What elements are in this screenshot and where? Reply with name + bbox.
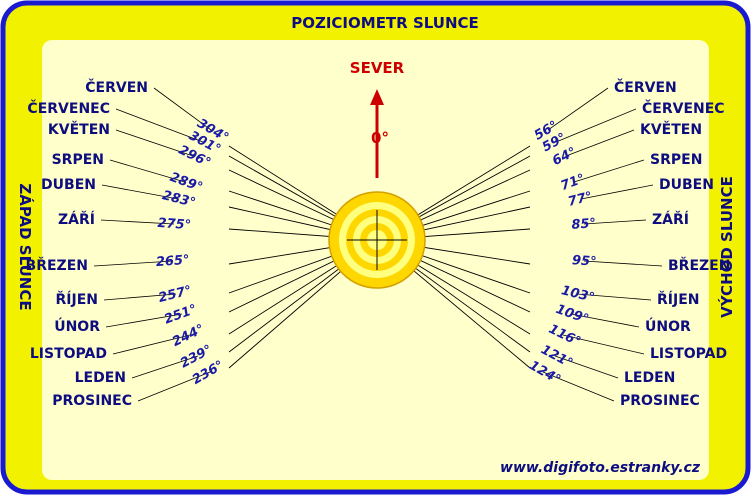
east-month-label: ŘÍJEN — [657, 291, 699, 308]
east-month-label: LEDEN — [624, 370, 675, 386]
east-degree-label: 95° — [571, 253, 597, 270]
west-month-label: SRPEN — [52, 152, 104, 168]
west-side-label: ZÁPAD SLUNCE — [16, 183, 35, 310]
east-month-label: BŘEZEN — [668, 257, 730, 274]
leader-lines — [93, 87, 663, 402]
west-leader-275 — [100, 219, 175, 225]
east-leader-71 — [573, 159, 645, 183]
east-month-label: PROSINEC — [620, 393, 700, 409]
east-leader-103 — [576, 293, 652, 301]
east-leader-59 — [555, 108, 637, 143]
east-leader-121 — [554, 355, 619, 379]
east-leader-77 — [580, 184, 654, 200]
west-month-label: DUBEN — [41, 177, 96, 193]
east-month-label: LISTOPAD — [650, 346, 727, 362]
west-degree-label: 275° — [157, 216, 192, 233]
north-label: SEVER — [350, 59, 405, 77]
north-degree: 0° — [371, 129, 389, 147]
west-month-label: LEDEN — [75, 370, 126, 386]
west-leader-244 — [112, 334, 191, 355]
east-leader-109 — [570, 313, 640, 328]
east-leader-124 — [542, 371, 615, 402]
west-leader-257 — [103, 293, 177, 301]
east-degree-label: 77° — [566, 189, 593, 210]
east-leader-95 — [583, 260, 663, 267]
west-leader-289 — [109, 159, 186, 183]
east-leader-116 — [562, 334, 645, 355]
footer-url[interactable]: www.digifoto.estranky.cz — [500, 460, 701, 476]
west-leader-301 — [115, 108, 204, 143]
sun-icon — [328, 191, 426, 289]
page-title: POZICIOMETR SLUNCE — [291, 14, 479, 32]
west-leader-283 — [101, 184, 179, 200]
east-month-label: SRPEN — [650, 152, 702, 168]
east-month-label: ZÁŘÍ — [652, 211, 689, 228]
east-month-label: DUBEN — [659, 177, 714, 193]
west-month-label: ČERVEN — [85, 78, 148, 96]
west-month-label: BŘEZEN — [26, 257, 88, 274]
west-month-label: ŘÍJEN — [56, 291, 98, 308]
west-leader-239 — [131, 355, 199, 379]
west-month-label: ZÁŘÍ — [58, 211, 95, 228]
east-degree-label: 85° — [571, 216, 597, 233]
east-leader-56 — [547, 87, 609, 131]
west-leader-251 — [105, 313, 183, 328]
west-leader-265 — [93, 260, 174, 267]
east-month-label: ČERVEN — [614, 78, 677, 96]
east-side-label: VÝCHOD SLUNCE — [717, 176, 736, 318]
east-leader-64 — [565, 129, 635, 157]
east-month-label: KVĚTEN — [640, 121, 702, 138]
west-leader-304 — [153, 87, 212, 131]
north-arrow — [370, 89, 384, 178]
east-leader-85 — [583, 219, 647, 225]
west-month-label: ČERVENEC — [27, 99, 110, 117]
west-leader-236 — [137, 371, 211, 402]
west-month-label: ÚNOR — [54, 317, 100, 335]
west-month-label: KVĚTEN — [48, 121, 110, 138]
east-month-label: ÚNOR — [645, 317, 691, 335]
west-leader-296 — [115, 129, 194, 157]
west-degree-label: 265° — [155, 253, 190, 270]
west-month-label: LISTOPAD — [30, 346, 107, 362]
west-month-label: PROSINEC — [52, 393, 132, 409]
east-month-label: ČERVENEC — [642, 99, 725, 117]
